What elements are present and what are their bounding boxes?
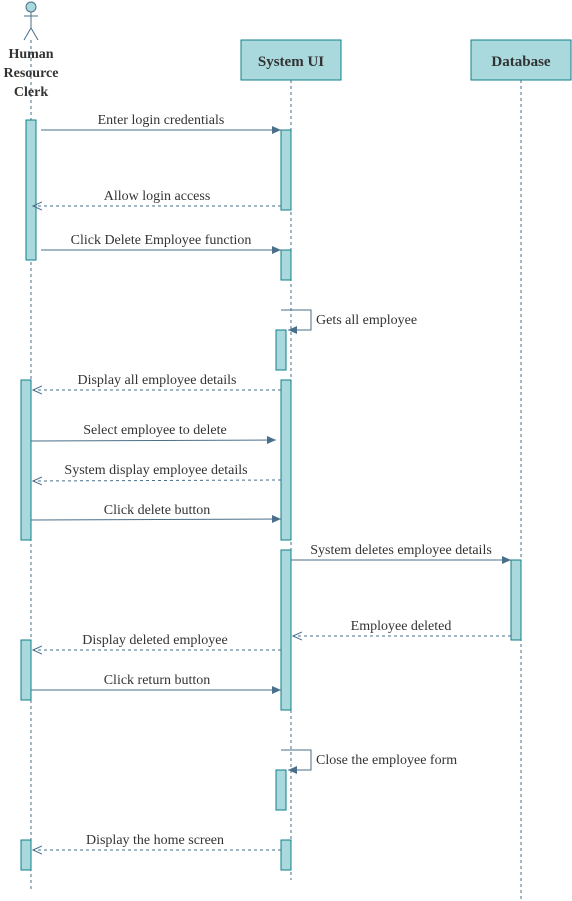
message-label: Display the home screen bbox=[86, 833, 224, 848]
system-activation-bar bbox=[280, 379, 292, 541]
message-arrow bbox=[30, 515, 282, 524]
message-label: Enter login credentials bbox=[98, 113, 225, 128]
self-message-arrow bbox=[281, 749, 312, 774]
message-label: Close the employee form bbox=[316, 753, 457, 768]
system-activation-bar bbox=[275, 329, 287, 371]
actor-activation-bar bbox=[25, 119, 37, 261]
system-ui-header-box bbox=[240, 39, 342, 81]
message-label: Allow login access bbox=[104, 189, 211, 204]
actor-activation-bar bbox=[20, 379, 32, 541]
system-activation-bar bbox=[280, 549, 292, 711]
message-arrow bbox=[33, 480, 282, 481]
message-label: Click Delete Employee function bbox=[71, 233, 252, 248]
system-activation-bar bbox=[280, 129, 292, 211]
system-activation-bar bbox=[280, 839, 292, 871]
message-label: Gets all employee bbox=[316, 313, 417, 328]
self-message-arrow bbox=[281, 309, 312, 334]
database-header: Database bbox=[491, 54, 551, 70]
message-arrow bbox=[30, 436, 277, 445]
actor-activation-bar bbox=[20, 839, 32, 871]
message-label: Select employee to delete bbox=[83, 423, 226, 438]
database-activation-bar bbox=[510, 559, 522, 641]
message-label: System display employee details bbox=[64, 463, 247, 478]
system-ui-header: System UI bbox=[258, 54, 324, 70]
stick-figure-icon bbox=[23, 1, 39, 41]
message-label: Click return button bbox=[104, 673, 211, 688]
actor-name-line-1: Human bbox=[8, 47, 53, 62]
message-label: Display all employee details bbox=[77, 373, 236, 388]
message-label: System deletes employee details bbox=[310, 543, 492, 558]
message-label: Employee deleted bbox=[351, 619, 452, 634]
database-header-box bbox=[470, 39, 572, 81]
actor-name-line-2: Resource bbox=[4, 66, 59, 81]
system-activation-bar bbox=[280, 249, 292, 281]
message-label: Click delete button bbox=[104, 503, 211, 518]
actor-activation-bar bbox=[20, 639, 32, 701]
message-label: Display deleted employee bbox=[82, 633, 227, 648]
system-activation-bar bbox=[275, 769, 287, 811]
actor-name-line-3: Clerk bbox=[14, 85, 48, 100]
